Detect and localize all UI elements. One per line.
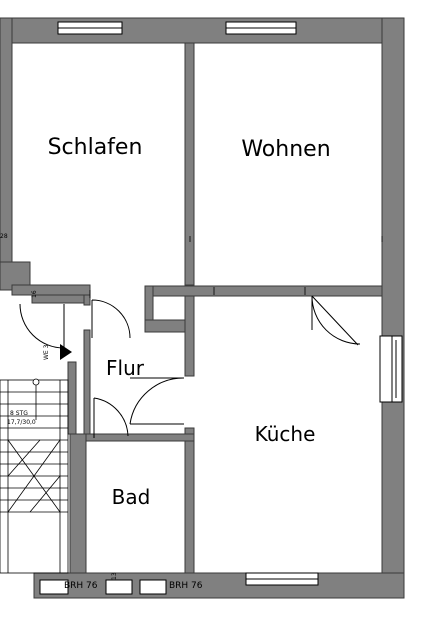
room-label-wohnen: Wohnen	[241, 137, 330, 162]
dimension-13: 13	[111, 572, 118, 580]
dimension-16: 16	[31, 290, 38, 298]
wall-mid-vertical	[184, 42, 195, 286]
brh-label-right: BRH 76	[169, 581, 203, 591]
room-label-schlafen: Schlafen	[48, 135, 143, 160]
wall-right	[381, 17, 405, 599]
brh-label-left: BRH 76	[64, 581, 98, 591]
wall-stair-left	[67, 361, 77, 435]
wall-flur-left-2	[83, 329, 91, 439]
stairs	[0, 378, 69, 574]
wall-bad-left	[69, 433, 87, 580]
wall-kueche-top	[144, 285, 383, 297]
room-label-flur: Flur	[106, 356, 145, 380]
unit-marker	[60, 344, 72, 360]
window-stair	[39, 579, 69, 595]
wall-flur-left	[83, 294, 91, 306]
wall-left-upper	[0, 17, 13, 265]
dimension-ticks	[89, 236, 383, 298]
window-bad-2	[139, 579, 167, 595]
wall-flur-kueche	[184, 295, 195, 377]
wall-bad-top	[83, 433, 195, 442]
windows-bottom	[39, 572, 319, 595]
room-label-kueche: Küche	[255, 422, 316, 446]
stair-ratio-label: 17,7/30,0	[7, 419, 36, 426]
wall-kueche-left-lower	[184, 427, 195, 579]
unit-tag-label: WE 3	[43, 344, 50, 360]
wall-landing-top	[31, 294, 85, 304]
windows-top	[57, 21, 297, 35]
doors	[19, 295, 361, 438]
room-label-bad: Bad	[112, 485, 151, 509]
wall-schlafen-bottom	[11, 284, 91, 296]
stair-count-label: 8 STG	[10, 410, 28, 417]
window-bad-1	[105, 579, 133, 595]
walls	[0, 17, 405, 599]
wall-bottom	[33, 572, 405, 599]
window-right	[379, 335, 403, 403]
dimension-28: 28	[0, 233, 8, 240]
